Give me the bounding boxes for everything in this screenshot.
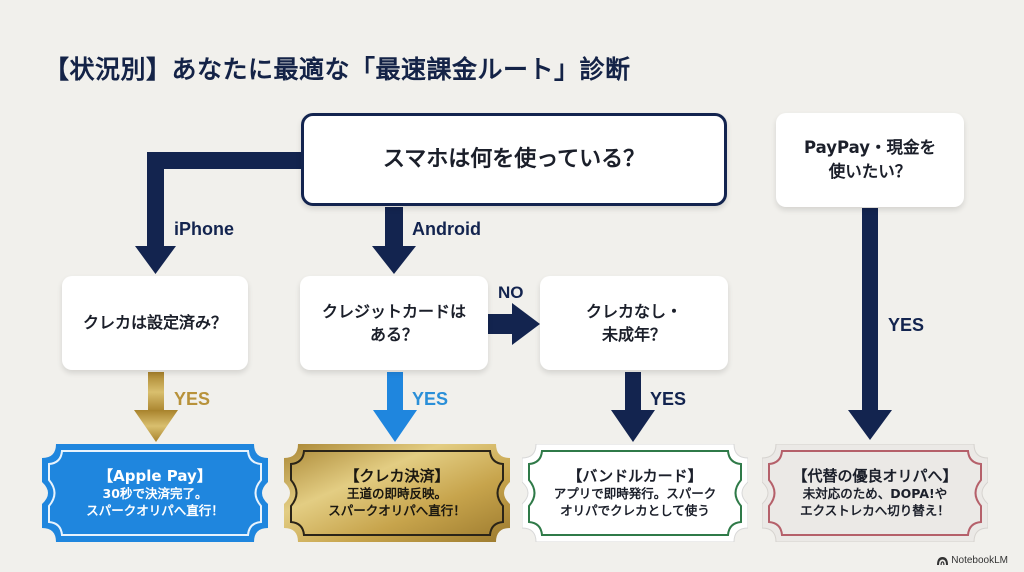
result-line: 30秒で決済完了。 [102,486,208,502]
android-label: Android [412,219,481,239]
yes-blue-label: YES [412,389,449,409]
nocard-question-line1: クレカなし・ [585,301,682,321]
main-question-box: スマホは何を使っている？ [301,113,727,206]
result-ticket-credit-card: 【クレカ決済】 王道の即時反映。 スパークオリパへ直行！ [284,444,510,542]
android-question-line1: クレジットカードは [321,301,466,321]
paypay-question-box: PayPay・現金を 使いたい？ [776,113,964,207]
blue-yes-arrow [373,372,417,442]
android-question-line2: ある？ [369,325,418,344]
iphone-question-box: クレカは設定済み？ [62,276,248,370]
result-ticket-alternative-oripa: 【代替の優良オリパへ】 未対応のため、DOPA!や エクストレカへ切り替え！ [762,444,988,542]
result-line: アプリで即時発行。スパーク [553,486,717,502]
result-title: 【バンドルカード】 [567,467,703,485]
result-title: 【Apple Pay】 [98,467,212,485]
nocard-yes-arrow [611,372,655,442]
brand-name: NotebookLM [951,555,1008,566]
iphone-arrow [135,152,303,274]
result-line: オリパでクレカとして使う [560,503,710,519]
result-ticket-bundle-card: 【バンドルカード】 アプリで即時発行。スパーク オリパでクレカとして使う [522,444,748,542]
android-arrow [372,207,416,274]
yes-paypay-label: YES [888,315,925,335]
no-label: NO [498,283,524,302]
paypay-yes-arrow [848,208,892,440]
result-line: 王道の即時反映。 [346,486,447,502]
iphone-question-text: クレカは設定済み？ [82,313,227,333]
brand-watermark: NotebookLM [937,555,1008,566]
android-question-box: クレジットカードは ある？ [300,276,488,370]
page-title: 【状況別】あなたに最適な「最速課金ルート」診断 [44,55,631,84]
notebooklm-logo-icon [937,556,949,565]
yes-navy-label: YES [650,389,687,409]
nocard-question-line2: 未成年？ [601,325,666,344]
result-line: 未対応のため、DOPA!や [802,486,948,502]
result-title: 【クレカ決済】 [344,467,450,485]
yes-gold-label: YES [174,389,211,409]
iphone-label: iPhone [174,219,235,239]
result-line: スパークオリパへ直行！ [328,503,466,519]
result-ticket-apple-pay: 【Apple Pay】 30秒で決済完了。 スパークオリパへ直行！ [42,444,268,542]
gold-yes-arrow [134,372,178,442]
result-line: エクストレカへ切り替え！ [800,503,950,519]
main-question-text: スマホは何を使っている？ [382,146,646,172]
paypay-question-line2: 使いたい？ [828,162,912,181]
nocard-question-box: クレカなし・ 未成年？ [540,276,728,370]
result-title: 【代替の優良オリパへ】 [792,467,958,485]
no-arrow [488,303,540,345]
paypay-question-line1: PayPay・現金を [803,138,937,158]
result-line: スパークオリパへ直行！ [86,503,224,519]
